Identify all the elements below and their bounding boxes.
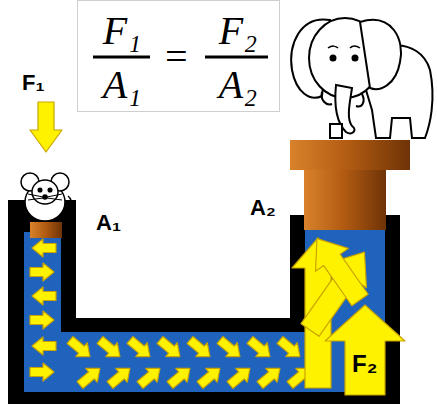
force-area-label: F₁ [22, 72, 45, 94]
large-piston-plate [290, 140, 410, 170]
force-arrow [30, 263, 54, 281]
formula-term: F₁ [103, 11, 141, 51]
formula-term: A₂ [219, 65, 257, 105]
force-arrow [32, 337, 56, 355]
force-area-label: A₂ [250, 197, 276, 219]
force-arrow [74, 361, 105, 392]
force-arrow [194, 361, 225, 392]
force-arrow [184, 333, 215, 364]
formula-term: = [163, 37, 190, 77]
formula-term: F₂ [219, 11, 257, 51]
formula-box: F₁ A₁ = F₂ A₂ [77, 0, 280, 112]
force-arrow [124, 333, 155, 364]
force-arrow [224, 361, 255, 392]
force-arrow [64, 333, 95, 364]
force-arrow [244, 333, 275, 364]
force-area-label: A₁ [96, 212, 121, 234]
force-arrow [32, 239, 56, 257]
force-arrow [254, 361, 285, 392]
force-arrow [30, 311, 54, 329]
large-piston [304, 168, 386, 230]
force-arrow [214, 333, 245, 364]
force-arrow [154, 333, 185, 364]
force-arrow [134, 361, 165, 392]
force-arrows [30, 102, 405, 395]
force-arrow [30, 363, 54, 381]
force-arrow [30, 102, 62, 152]
force-arrow [301, 227, 377, 311]
fraction-bar [205, 56, 268, 59]
elephant [291, 18, 432, 138]
mouse [21, 173, 71, 222]
formula-term: A₁ [103, 65, 141, 105]
force-arrow [274, 333, 305, 364]
force-arrow [94, 333, 125, 364]
force-area-label: F₂ [352, 352, 377, 376]
container-wall [8, 200, 400, 404]
force-arrow [164, 361, 195, 392]
force-arrow [325, 305, 405, 395]
force-arrow [32, 287, 56, 305]
small-piston [30, 222, 62, 238]
force-arrow [104, 361, 135, 392]
fraction-bar [93, 56, 150, 59]
